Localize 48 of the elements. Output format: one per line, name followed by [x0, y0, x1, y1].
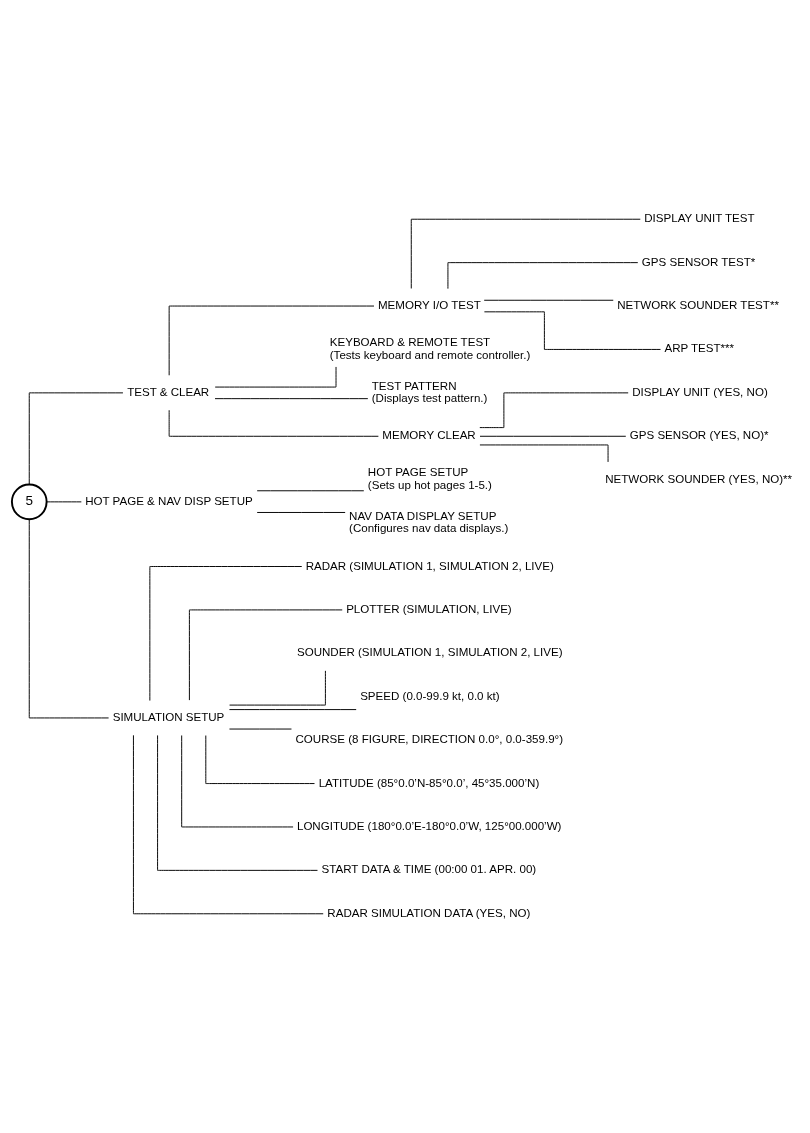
- connector: [214, 398, 369, 400]
- node-text: RADAR SIMULATION DATA (YES, NO): [327, 906, 531, 919]
- node-text: TEST PATTERN (Displays test pattern.): [371, 379, 488, 405]
- node-text: DISPLAY UNIT TEST: [644, 212, 755, 225]
- connector: [168, 409, 379, 437]
- node-text: HOT PAGE SETUP (Sets up hot pages 1-5.): [367, 466, 492, 491]
- connector: [256, 490, 365, 492]
- node-circle: 5: [10, 483, 48, 521]
- connector: [256, 512, 346, 513]
- node-text: SOUNDER (SIMULATION 1, SIMULATION 2, LIVE): [296, 646, 563, 659]
- connector: [132, 734, 324, 915]
- node-text: COURSE (8 FIGURE, DIRECTION 0.0°, 0.0-359.9°): [295, 733, 564, 746]
- node-text: MEMORY CLEAR: [382, 429, 476, 442]
- node-text: RADAR (SIMULATION 1, SIMULATION 2, LIVE): [305, 559, 554, 572]
- node-text: ARP TEST***: [664, 342, 735, 355]
- node-text: GPS SENSOR (YES, NO)*: [629, 429, 769, 442]
- connector: [188, 609, 343, 701]
- node-text: LATITUDE (85°0.0’N-85°0.0’, 45°35.000’N): [318, 776, 540, 789]
- connector: [479, 392, 629, 429]
- connector: [28, 392, 124, 485]
- node-text: NAV DATA DISPLAY SETUP (Configures nav data displays.): [349, 509, 509, 535]
- node-text: LONGITUDE (180°0.0’E-180°0.0’W, 125°00.000’W): [296, 819, 562, 832]
- node-text: HOT PAGE & NAV DISP SETUP: [85, 494, 253, 507]
- node-text: NETWORK SOUNDER (YES, NO)**: [605, 472, 793, 485]
- node-text: NETWORK SOUNDER TEST**: [617, 299, 779, 312]
- connector: [28, 519, 110, 719]
- node-text: PLOTTER (SIMULATION, LIVE): [346, 602, 512, 615]
- node-text: KEYBOARD & REMOTE TEST (Tests keyboard and remote controller.): [329, 336, 531, 361]
- node-text: TEST & CLEAR: [127, 385, 210, 398]
- node-text: GPS SENSOR TEST*: [641, 255, 756, 268]
- node-text: START DATA & TIME (00:00 01. APR. 00): [321, 863, 537, 876]
- connector: [410, 218, 641, 289]
- connector: [447, 262, 639, 290]
- connector: [479, 435, 627, 437]
- node-text: SIMULATION SETUP: [112, 710, 225, 723]
- connector: [157, 734, 318, 871]
- connector: [46, 501, 82, 503]
- connector: [168, 305, 375, 376]
- node-text: MEMORY I/O TEST: [377, 299, 481, 312]
- connector: [181, 735, 294, 828]
- connector: [149, 566, 303, 702]
- connector: [483, 299, 614, 301]
- connector: [228, 709, 357, 711]
- connector: [483, 311, 661, 350]
- node-text: SPEED (0.0-99.9 kt, 0.0 kt): [360, 689, 500, 702]
- connector: [229, 670, 326, 706]
- connector: [205, 735, 315, 785]
- node-text: DISPLAY UNIT (YES, NO): [632, 385, 768, 398]
